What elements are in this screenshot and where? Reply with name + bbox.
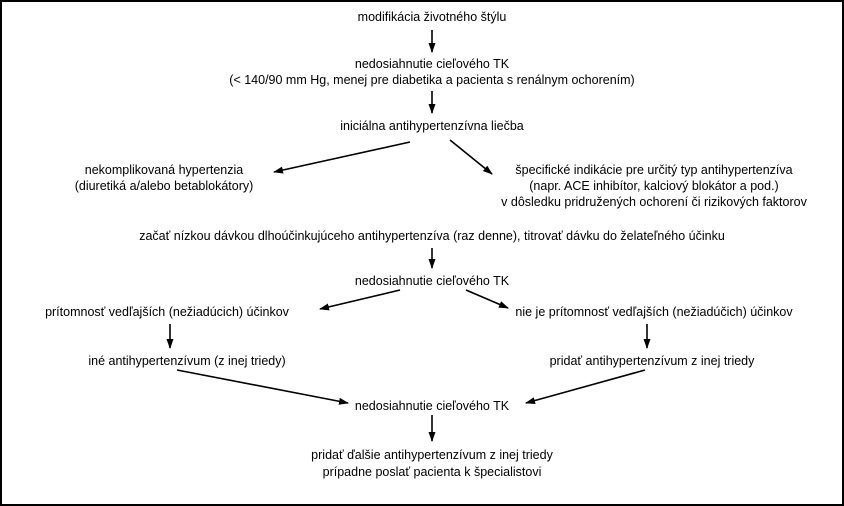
node-lifestyle-modification: modifikácia životného štýlu [357, 10, 507, 24]
node-target-bp-detail: (< 140/90 mm Hg, menej pre diabetika a p… [229, 73, 635, 87]
node-start-low-dose: začať nízkou dávkou dlhoúčinkujúceho ant… [139, 229, 725, 243]
arrow-add-drug-to-target3 [525, 369, 646, 404]
node-initial-treatment: iniciálna antihypertenzívna liečba [340, 119, 524, 133]
node-target-bp-not-reached-2: nedosiahnutie cieľového TK [354, 274, 510, 288]
node-add-antihypertensive: pridať antihypertenzívum z inej triedy [549, 354, 755, 368]
node-uncomplicated-hypertension: nekomplikovaná hypertenzia [84, 163, 244, 177]
node-specific-reason: v dôsledku pridružených ochorení či rizi… [501, 195, 807, 209]
node-final-add-another-drug: pridať ďalšie antihypertenzívum z inej t… [311, 448, 553, 462]
node-target-bp-not-reached-3: nedosiahnutie cieľového TK [354, 399, 510, 413]
arrow-target2-to-sideeffects-present [319, 289, 401, 311]
node-uncomplicated-drugs: (diuretiká a/alebo betablokátory) [74, 179, 254, 193]
arrow-initial-to-specific [449, 139, 493, 175]
node-other-antihypertensive: iné antihypertenzívum (z inej triedy) [88, 354, 286, 368]
node-side-effects-present: prítomnosť vedľajších (nežiadúcich) účin… [45, 305, 289, 319]
node-target-bp-not-reached-1: nedosiahnutie cieľového TK [354, 57, 510, 71]
node-side-effects-absent: nie je prítomnosť vedľajších (nežiadúčic… [515, 305, 793, 319]
node-specific-indications: špecifické indikácie pre určitý typ anti… [515, 163, 793, 177]
node-specific-examples: (napr. ACE inhibítor, kalciový blokátor … [529, 179, 779, 193]
arrow-other-drug-to-target3 [176, 369, 349, 405]
arrow-initial-to-uncomplicated [273, 141, 411, 174]
node-final-refer-specialist: prípadne poslať pacienta k špecialistovi [322, 465, 542, 479]
arrow-target2-to-sideeffects-absent [465, 289, 509, 309]
